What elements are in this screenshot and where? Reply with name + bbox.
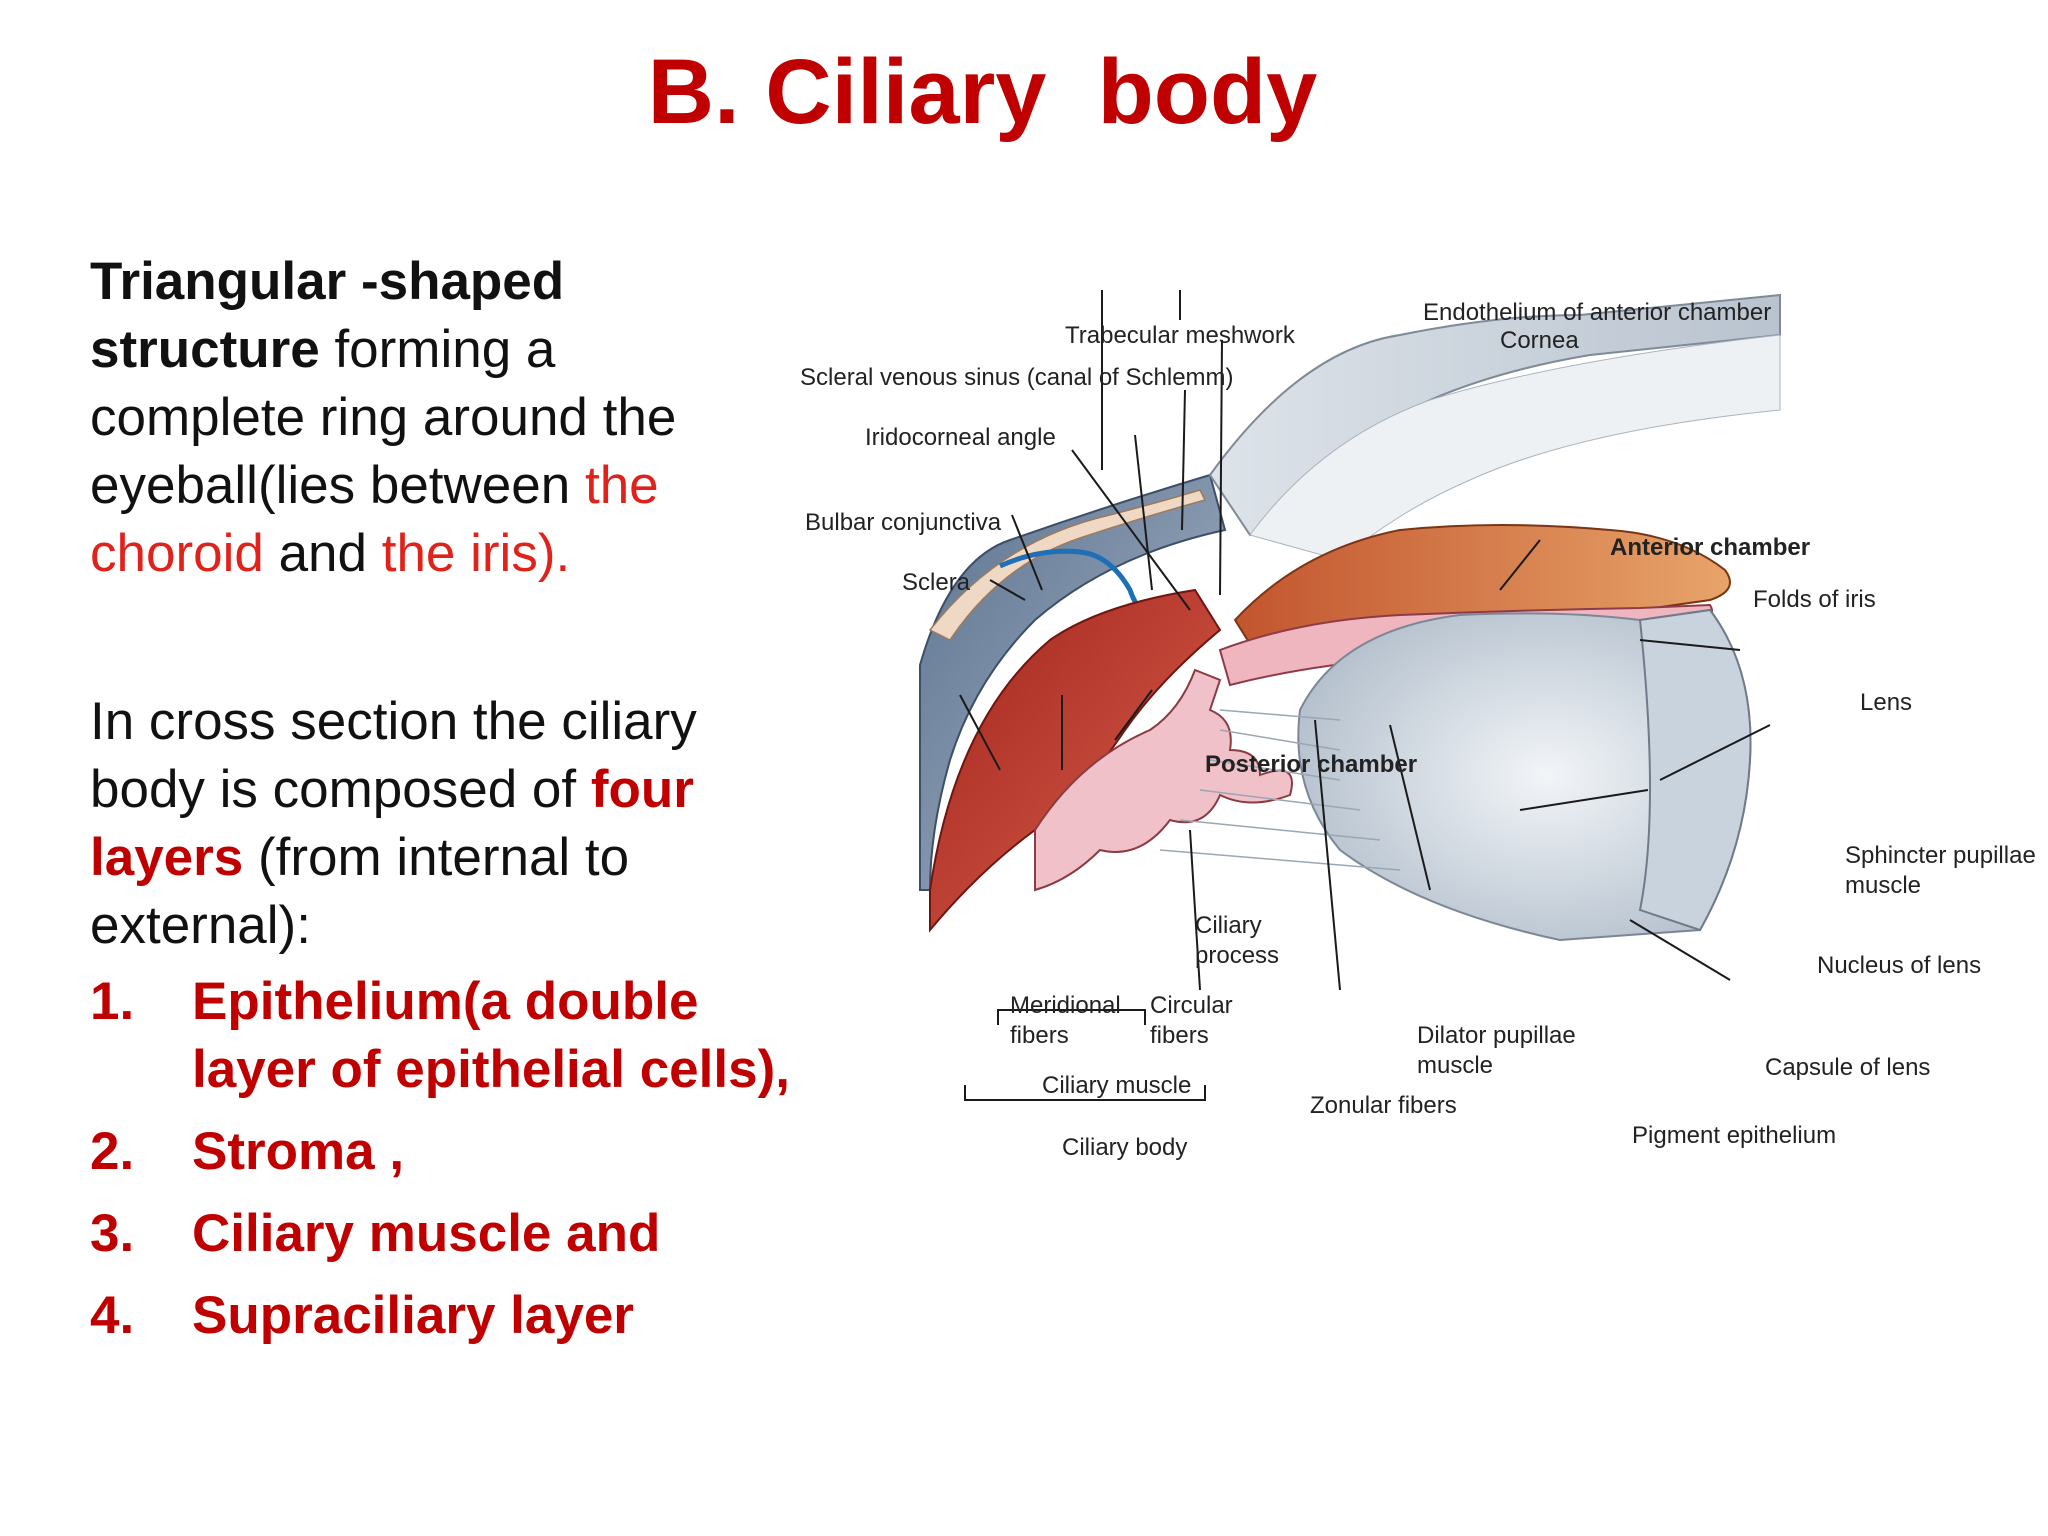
label-iridocorneal: Iridocorneal angle — [865, 424, 1056, 451]
label-nucleus-lens: Nucleus of lens — [1817, 952, 1981, 979]
label-dilator-1: Dilator pupillae — [1417, 1022, 1576, 1049]
label-dilator-2: muscle — [1417, 1052, 1493, 1079]
label-lens: Lens — [1860, 689, 1912, 716]
eye-cross-section — [919, 293, 1781, 942]
layer-number: 2. — [90, 1122, 135, 1181]
ciliary-muscle-shape — [929, 588, 1222, 933]
layer-item: 4. Supraciliary layer — [90, 1282, 790, 1350]
layers-text-2: (from internal to external): — [90, 828, 630, 955]
intro-choroid: the choroid — [90, 456, 659, 583]
conjunctiva-shape — [928, 489, 1207, 641]
label-anterior-chamber: Anterior chamber — [1610, 534, 1810, 561]
intro-bold: Triangular -shaped structure — [90, 252, 565, 379]
label-ciliary-process-2: process — [1195, 942, 1279, 969]
label-scleral-sinus: Scleral venous sinus (canal of Schlemm) — [800, 364, 1234, 391]
ciliary-body-diagram: Endothelium of anterior chamber Cornea T… — [800, 290, 2036, 1161]
label-meridional-1: Meridional — [1010, 992, 1121, 1019]
layer-item: 2. Stroma , — [90, 1118, 790, 1186]
layers-list: 1. Epithelium(a double layer of epitheli… — [90, 968, 790, 1364]
layers-paragraph: In cross section the ciliary body is com… — [90, 688, 770, 960]
label-circular-1: Circular — [1150, 992, 1233, 1019]
intro-paragraph: Triangular -shaped structure forming a c… — [90, 248, 770, 588]
label-capsule-lens: Capsule of lens — [1765, 1054, 1930, 1081]
label-zonular: Zonular fibers — [1310, 1092, 1457, 1119]
slide-title: B. Ciliary body — [647, 41, 1318, 143]
intro-and: and — [263, 524, 382, 583]
layer-number: 1. — [90, 972, 135, 1031]
label-cornea: Cornea — [1500, 327, 1579, 354]
layer-number: 3. — [90, 1204, 135, 1263]
layer-label: Epithelium(a double layer of epithelial … — [192, 972, 790, 1099]
layer-item: 3. Ciliary muscle and — [90, 1200, 790, 1268]
label-pigment: Pigment epithelium — [1632, 1122, 1836, 1149]
label-bulbar: Bulbar conjunctiva — [805, 509, 1002, 536]
layer-label: Supraciliary layer — [192, 1286, 634, 1345]
label-posterior-chamber: Posterior chamber — [1205, 751, 1417, 778]
leader-lines — [959, 290, 1771, 1101]
label-sphincter-2: muscle — [1845, 872, 1921, 899]
intro-iris: the iris). — [381, 524, 571, 583]
diagram-labels: Endothelium of anterior chamber Cornea T… — [800, 299, 2036, 1161]
label-ciliary-body: Ciliary body — [1062, 1134, 1187, 1161]
zonular-fibers-shape — [1159, 709, 1401, 871]
label-meridional-2: fibers — [1010, 1022, 1069, 1049]
lens-cut-face — [1638, 608, 1752, 932]
layer-item: 1. Epithelium(a double layer of epitheli… — [90, 968, 790, 1104]
layer-number: 4. — [90, 1286, 135, 1345]
layers-text: In cross section the ciliary body is com… — [90, 692, 697, 819]
anterior-chamber-shape — [1249, 334, 1781, 561]
label-folds-iris: Folds of iris — [1753, 586, 1876, 613]
label-sclera: Sclera — [902, 569, 971, 596]
label-ciliary-muscle: Ciliary muscle — [1042, 1072, 1191, 1099]
layer-label: Ciliary muscle and — [192, 1204, 661, 1263]
label-trabecular: Trabecular meshwork — [1065, 322, 1296, 349]
label-sphincter-1: Sphincter pupillae — [1845, 842, 2036, 869]
label-circular-2: fibers — [1150, 1022, 1209, 1049]
label-ciliary-process-1: Ciliary — [1195, 912, 1262, 939]
layer-label: Stroma , — [192, 1122, 405, 1181]
layers-bold: four layers — [90, 760, 694, 887]
label-endothelium: Endothelium of anterior chamber — [1423, 299, 1771, 326]
intro-text: forming a complete ring around the eyeba… — [90, 320, 677, 515]
